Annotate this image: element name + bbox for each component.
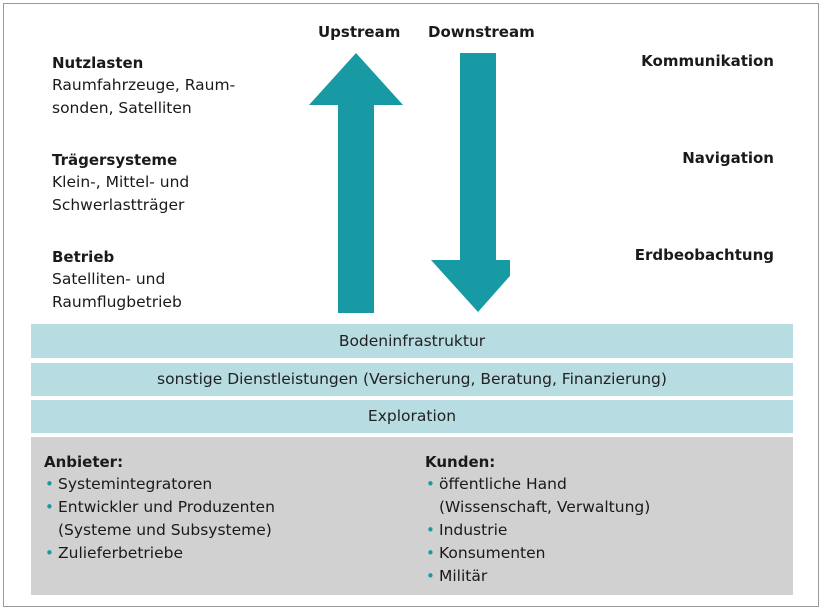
list-item: • Militär xyxy=(425,565,775,588)
right-label-erdbeobachtung: Erdbeobachtung xyxy=(634,246,774,264)
list-item-text: Systemintegratoren xyxy=(58,475,213,493)
band-dienstleistungen: sonstige Dienstleistungen (Versicherung,… xyxy=(31,363,793,396)
list-item-subtext: (Wissenschaft, Verwaltung) xyxy=(439,498,651,516)
left-item-line: Satelliten- und xyxy=(52,270,166,288)
left-item-line: Schwerlastträger xyxy=(52,196,185,214)
bullet-icon: • xyxy=(45,475,54,493)
left-item-title: Betrieb xyxy=(52,248,115,266)
bullet-icon: • xyxy=(426,521,435,539)
list-item-text: Konsumenten xyxy=(439,544,546,562)
list-item-text: Zulieferbetriebe xyxy=(58,544,183,562)
upstream-label: Upstream xyxy=(318,23,401,41)
list-item: • Entwickler und Produzenten (Systeme un… xyxy=(44,496,404,542)
actors-box: Anbieter: • Systemintegratoren • Entwick… xyxy=(31,437,793,595)
left-item-title: Nutzlasten xyxy=(52,54,144,72)
left-item-line: sonden, Satelliten xyxy=(52,99,192,117)
list-item: • Systemintegratoren xyxy=(44,473,404,496)
kunden-list: • öffentliche Hand (Wissenschaft, Verwal… xyxy=(425,473,775,588)
upstream-arrow xyxy=(309,53,403,313)
downstream-arrow xyxy=(431,53,510,312)
left-item-betrieb: Betrieb Satelliten- und Raumflugbetrieb xyxy=(52,246,272,314)
list-item-text: Entwickler und Produzenten xyxy=(58,498,275,516)
band-bodeninfrastruktur: Bodeninfrastruktur xyxy=(31,324,793,358)
left-item-line: Raumflugbetrieb xyxy=(52,293,182,311)
bullet-icon: • xyxy=(426,475,435,493)
left-item-nutzlasten: Nutzlasten Raumfahrzeuge, Raum- sonden, … xyxy=(52,52,272,120)
list-item-text: öffentliche Hand xyxy=(439,475,567,493)
list-item-subtext: (Systeme und Subsysteme) xyxy=(58,521,272,539)
left-item-line: Klein-, Mittel- und xyxy=(52,173,190,191)
bullet-icon: • xyxy=(45,498,54,516)
flow-arrows xyxy=(309,53,510,313)
band-exploration: Exploration xyxy=(31,400,793,433)
bullet-icon: • xyxy=(426,544,435,562)
right-label-kommunikation: Kommunikation xyxy=(641,52,774,70)
list-item-text: Militär xyxy=(439,567,488,585)
list-item-text: Industrie xyxy=(439,521,508,539)
left-item-traegersysteme: Trägersysteme Klein-, Mittel- und Schwer… xyxy=(52,149,272,217)
list-item: • Konsumenten xyxy=(425,542,775,565)
list-item: • öffentliche Hand (Wissenschaft, Verwal… xyxy=(425,473,775,519)
right-label-navigation: Navigation xyxy=(682,149,774,167)
downstream-label: Downstream xyxy=(428,23,535,41)
kunden-title: Kunden: xyxy=(425,453,496,471)
bullet-icon: • xyxy=(45,544,54,562)
left-item-title: Trägersysteme xyxy=(52,151,178,169)
list-item: • Zulieferbetriebe xyxy=(44,542,404,565)
bullet-icon: • xyxy=(426,567,435,585)
list-item: • Industrie xyxy=(425,519,775,542)
anbieter-title: Anbieter: xyxy=(44,453,124,471)
left-item-line: Raumfahrzeuge, Raum- xyxy=(52,76,236,94)
anbieter-list: • Systemintegratoren • Entwickler und Pr… xyxy=(44,473,404,565)
anbieter-column: Anbieter: • Systemintegratoren • Entwick… xyxy=(44,451,404,565)
kunden-column: Kunden: • öffentliche Hand (Wissenschaft… xyxy=(425,451,775,588)
